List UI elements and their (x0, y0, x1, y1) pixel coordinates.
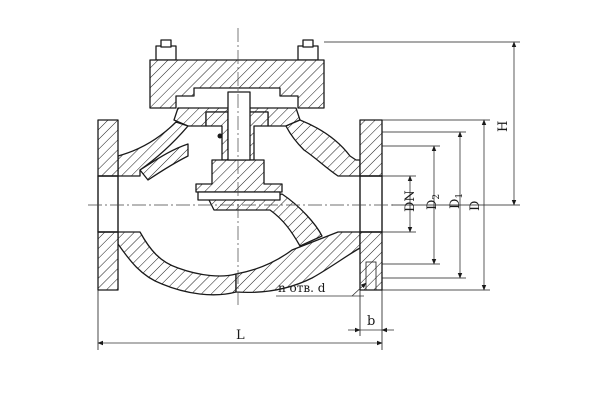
dim-L-label: L (236, 328, 245, 343)
flange-left (97, 119, 119, 177)
valve-body-lower-right-wall (235, 231, 361, 294)
dim-b-label: b (367, 314, 375, 329)
disc-face (197, 191, 281, 201)
flange-bolt-hole (365, 261, 377, 291)
dim-D-label: D (468, 201, 483, 211)
bolt-right (297, 45, 319, 61)
valve-cover (149, 59, 325, 109)
check-disc (195, 159, 283, 193)
inner-rib-left (139, 143, 189, 181)
holes-label: n отв. d (278, 281, 326, 295)
cover-bolts (155, 39, 319, 61)
dim-D1-label: D1 (448, 193, 465, 209)
valve-body-lower-left-wall (117, 231, 237, 296)
disc-stem (227, 91, 251, 161)
flange-left-face (97, 175, 119, 233)
dim-H-label: H (496, 121, 511, 132)
disc-pin (217, 133, 223, 139)
flange-right (359, 119, 383, 177)
dim-D2-label: D2 (425, 194, 442, 210)
dim-DN-label: DN (403, 190, 418, 212)
bolt-left (155, 45, 177, 61)
seat-partition (207, 193, 323, 247)
valve-body-right-upper-wall (285, 119, 361, 177)
flange-right-face (359, 175, 383, 233)
